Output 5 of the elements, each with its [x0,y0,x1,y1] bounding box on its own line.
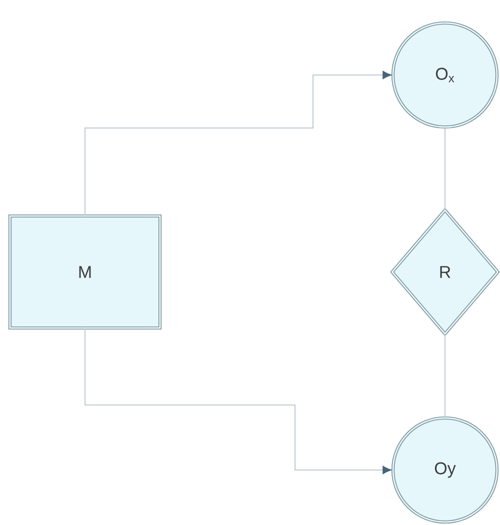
connector [444,334,446,418]
entity-box: M [8,214,162,330]
connector [84,328,392,474]
connector [84,70,392,216]
connector [444,126,446,210]
